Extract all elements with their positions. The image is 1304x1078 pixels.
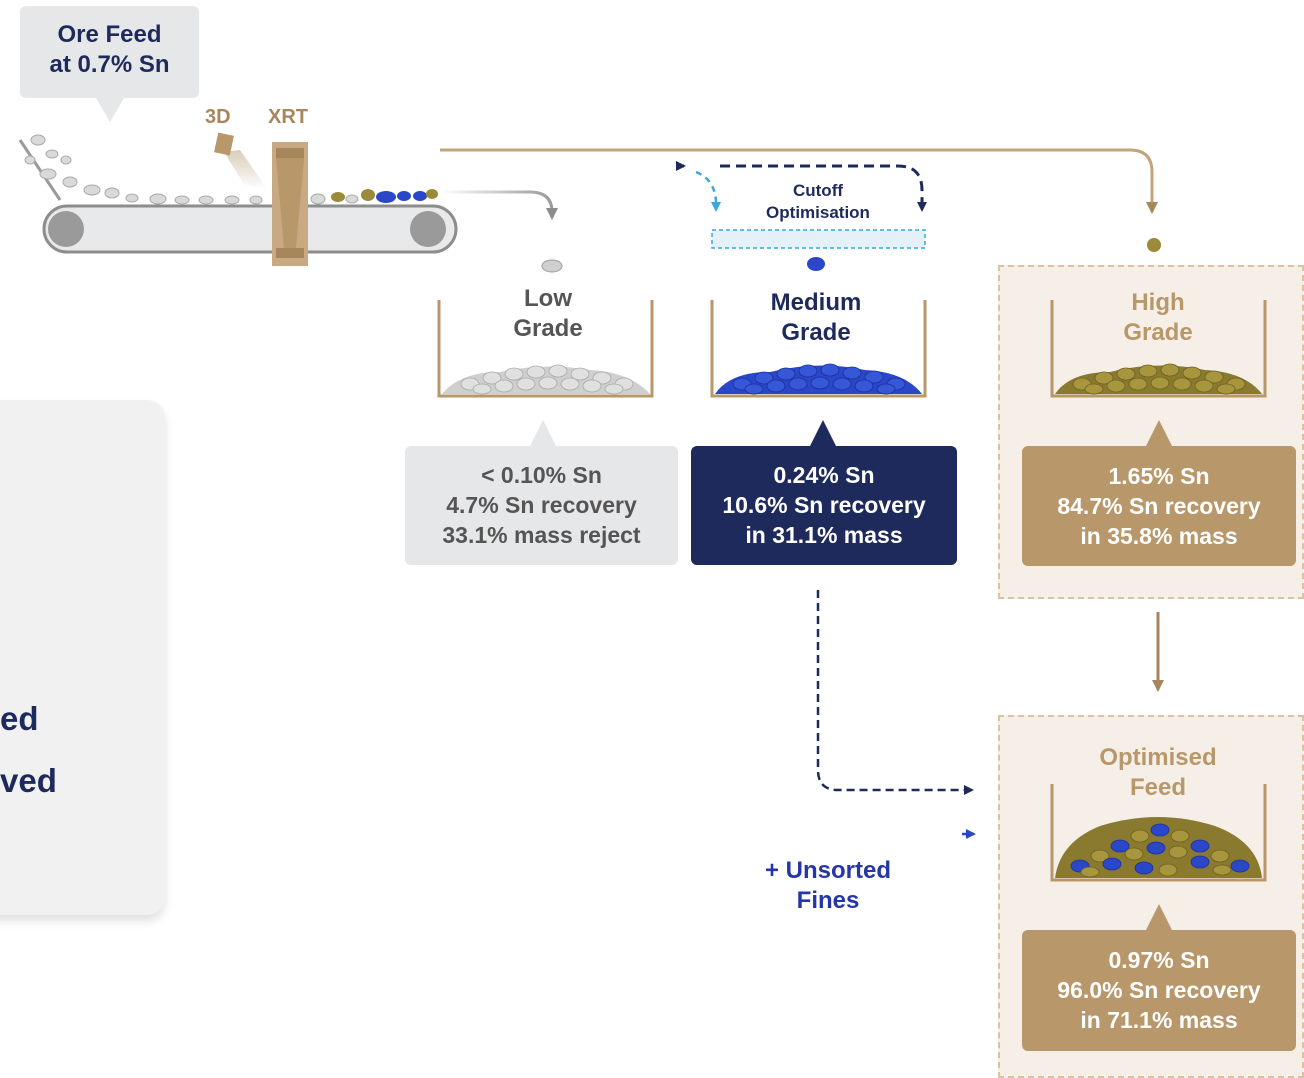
medium-grade-stat-2: 10.6% Sn recovery [722,492,926,518]
optimised-feed-line-2: Feed [1129,774,1186,801]
low-grade-trajectory [440,190,554,216]
cutoff-arc-right [720,164,927,212]
trajectory-lines [440,148,1158,220]
summary-panel [0,400,165,915]
low-grade-stat-3: 33.1% mass reject [442,522,641,548]
optimised-feed-stat-2: 96.0% Sn recovery [1057,977,1261,1003]
high-grade-line-2: Grade [1123,319,1193,346]
optimised-feed-callout-shape [1022,904,1296,1051]
summary-panel-line-1: ed [0,700,39,737]
high-grade-line-1: High [1131,289,1185,316]
ore-feed-callout [20,6,199,122]
cutoff-label: Cutoff Optimisation [730,180,906,224]
unsorted-fines-label: + Unsorted Fines [730,856,926,916]
high-grade-stat-3: in 35.8% mass [1080,523,1238,549]
low-grade-label: Low Grade [438,284,658,344]
unsorted-fines-line-1: + Unsorted [764,857,892,884]
cutoff-line-2: Optimisation [766,203,870,222]
low-grade-bin [437,300,654,398]
optimised-feed-line-1: Optimised [1099,744,1217,771]
medium-grade-stat-1: 0.24% Sn [773,462,875,488]
medium-to-optimised-arrow [816,590,974,795]
medium-grade-label: Medium Grade [706,288,926,348]
low-grade-rock [541,259,563,273]
sensor-label-3d: 3D [205,106,231,128]
optimised-feed-stat-3: in 71.1% mass [1080,1007,1238,1033]
optimised-feed-label: Optimised Feed [1048,743,1268,803]
high-grade-callout-shape [1022,420,1296,566]
3d-sensor-icon [214,132,268,190]
medium-grade-callout-shape [691,420,957,565]
low-grade-stat-2: 4.7% Sn recovery [446,492,637,518]
high-grade-stat-1: 1.65% Sn [1108,463,1210,489]
medium-grade-line-1: Medium [770,289,862,316]
ore-feed-line-2: at 0.7% Sn [49,51,170,78]
cutoff-arc-left [695,170,721,212]
low-grade-stat-1: < 0.10% Sn [481,462,602,488]
optimised-feed-stat-1: 0.97% Sn [1108,947,1210,973]
cutoff-line-1: Cutoff [792,181,844,200]
low-grade-line-1: Low [524,285,572,312]
high-grade-label: High Grade [1048,288,1268,348]
xrt-sensor-icon [272,142,308,266]
unsorted-fines-line-2: Fines [796,887,860,914]
low-grade-stats: < 0.10% Sn 4.7% Sn recovery 33.1% mass r… [405,460,678,550]
medium-grade-stat-3: in 31.1% mass [745,522,903,548]
high-grade-rock [1147,238,1161,252]
ore-on-belt [24,134,438,205]
ore-feed-line-1: Ore Feed [57,21,162,48]
sensor-label-xrt: XRT [268,106,308,128]
high-grade-stats: 1.65% Sn 84.7% Sn recovery in 35.8% mass [1022,461,1296,551]
cutoff-threshold-bar [711,229,926,249]
conveyor-belt [18,139,458,254]
high-grade-trajectory [440,148,1158,214]
summary-panel-line-2: ved [0,762,57,799]
medium-grade-stats: 0.24% Sn 10.6% Sn recovery in 31.1% mass [691,460,957,550]
optimised-feed-bin [1050,784,1267,882]
high-grade-bin [1050,300,1267,398]
ore-feed-label: Ore Feed at 0.7% Sn [20,20,199,80]
high-grade-stat-2: 84.7% Sn recovery [1057,493,1261,519]
low-grade-line-2: Grade [513,315,583,342]
medium-grade-rock [807,257,825,271]
optimised-feed-stats: 0.97% Sn 96.0% Sn recovery in 71.1% mass [1022,945,1296,1035]
medium-grade-bin [710,300,927,398]
low-grade-callout-shape [405,420,678,565]
medium-grade-line-2: Grade [781,319,851,346]
